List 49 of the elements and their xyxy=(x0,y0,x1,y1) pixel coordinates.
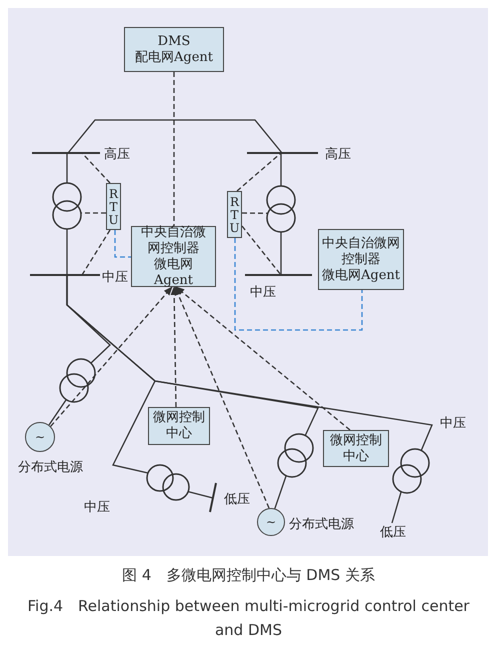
communication-line xyxy=(173,72,175,226)
communication-line xyxy=(175,286,350,430)
communication-line xyxy=(242,226,282,276)
controller-box: 微网控制中心 xyxy=(323,430,389,467)
transformer-symbol xyxy=(266,185,296,233)
transformer-symbol xyxy=(392,448,430,494)
transformer-symbol xyxy=(59,358,96,403)
source-label: 分布式电源 xyxy=(289,516,354,533)
communication-line xyxy=(81,230,111,276)
controller-box: 中央自治微网控制器 微电网Agent xyxy=(131,226,216,287)
communication-line xyxy=(50,286,173,427)
voltage-label: 低压 xyxy=(380,523,406,541)
power-line xyxy=(66,153,68,183)
controller-box: DMS 配电网Agent xyxy=(124,27,224,72)
voltage-label: 高压 xyxy=(325,146,351,163)
voltage-label: 低压 xyxy=(224,491,250,508)
communication-line xyxy=(234,238,363,331)
power-line xyxy=(48,399,67,426)
power-line xyxy=(188,491,214,499)
communication-line xyxy=(170,286,178,408)
rtu-box: RTU xyxy=(106,183,121,230)
voltage-label: 高压 xyxy=(104,146,130,163)
caption-text: Fig.4 Relationship between multi-microgrid control center and DMS xyxy=(26,596,470,641)
controller-box: 中央自治微网控制器 微电网Agent xyxy=(318,229,404,290)
power-line xyxy=(280,232,282,275)
bus-bar xyxy=(209,482,217,513)
transformer-symbol xyxy=(52,182,82,230)
power-line xyxy=(274,476,287,509)
communication-line xyxy=(174,286,270,508)
voltage-label: 中压 xyxy=(250,284,276,301)
power-line xyxy=(391,492,402,524)
voltage-label: 中压 xyxy=(84,499,110,516)
power-line xyxy=(68,119,282,154)
communication-line xyxy=(242,212,268,214)
controller-box: 微网控制中心 xyxy=(148,407,210,445)
communication-line xyxy=(82,152,110,184)
power-line xyxy=(66,229,68,275)
communication-line xyxy=(80,212,106,214)
power-line xyxy=(280,153,282,186)
caption-text: 图 4 多微电网控制中心与 DMS 关系 xyxy=(121,566,376,585)
transformer-symbol xyxy=(277,433,314,478)
rtu-box: RTU xyxy=(227,191,242,238)
communication-line xyxy=(236,152,282,192)
voltage-label: 中压 xyxy=(102,269,128,286)
source-label: 分布式电源 xyxy=(18,459,83,476)
transformer-symbol xyxy=(146,464,190,501)
communication-line xyxy=(114,230,131,258)
power-line xyxy=(66,275,433,451)
voltage-label: 中压 xyxy=(440,415,466,432)
